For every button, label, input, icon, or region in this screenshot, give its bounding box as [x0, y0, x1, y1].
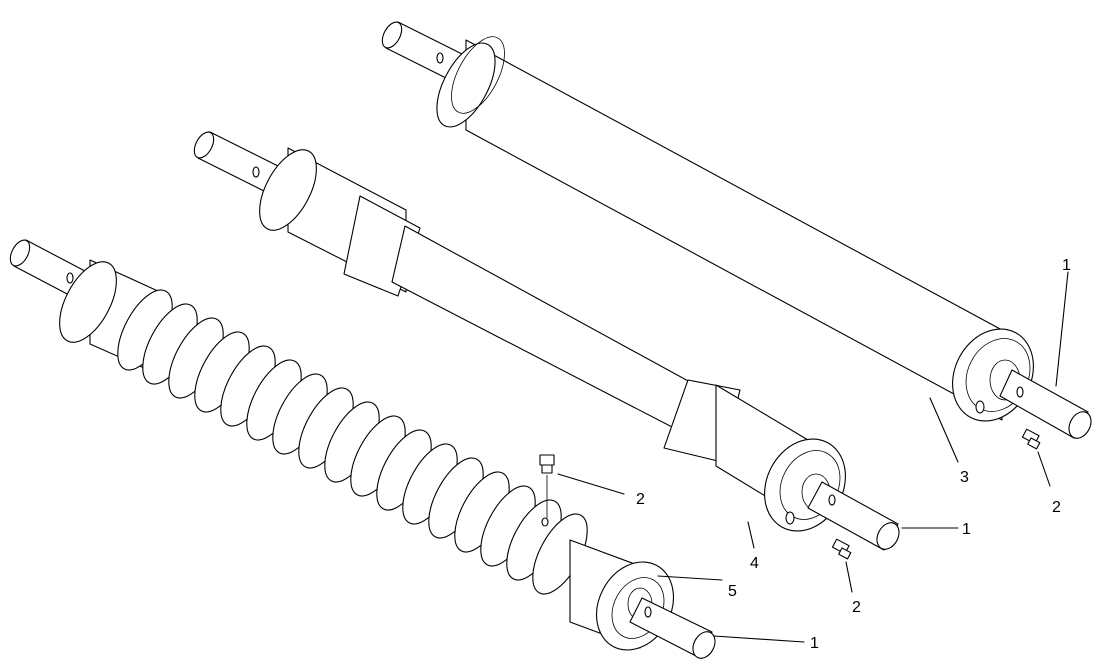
- roller-body-top: [465, 39, 1003, 421]
- leader-lines: [557, 271, 1069, 643]
- callout-r2-fitting: 2: [852, 599, 861, 616]
- grease-fitting-middle: [831, 538, 852, 560]
- grease-fitting-top: [1021, 428, 1041, 450]
- callout-r1-shaft: 1: [1062, 257, 1071, 274]
- callout-labels: 1 2 3 1 2 4 2 5 1: [636, 257, 1071, 652]
- callout-r3-fitting: 2: [636, 491, 645, 508]
- callout-r3-bearing: 5: [728, 583, 737, 600]
- roller-ribs: [117, 289, 588, 595]
- callout-r3-shaft: 1: [810, 635, 819, 652]
- callout-r2-roller: 4: [750, 555, 759, 572]
- grease-fitting-bottom: [539, 454, 555, 518]
- callout-r1-roller: 3: [960, 469, 969, 486]
- callout-r1-fitting: 2: [1052, 499, 1061, 516]
- ribbed-roller-bottom: [9, 239, 716, 659]
- smooth-roller-top: [381, 21, 1092, 450]
- callout-r2-shaft: 1: [962, 521, 971, 538]
- stepped-roller-middle: [193, 131, 900, 560]
